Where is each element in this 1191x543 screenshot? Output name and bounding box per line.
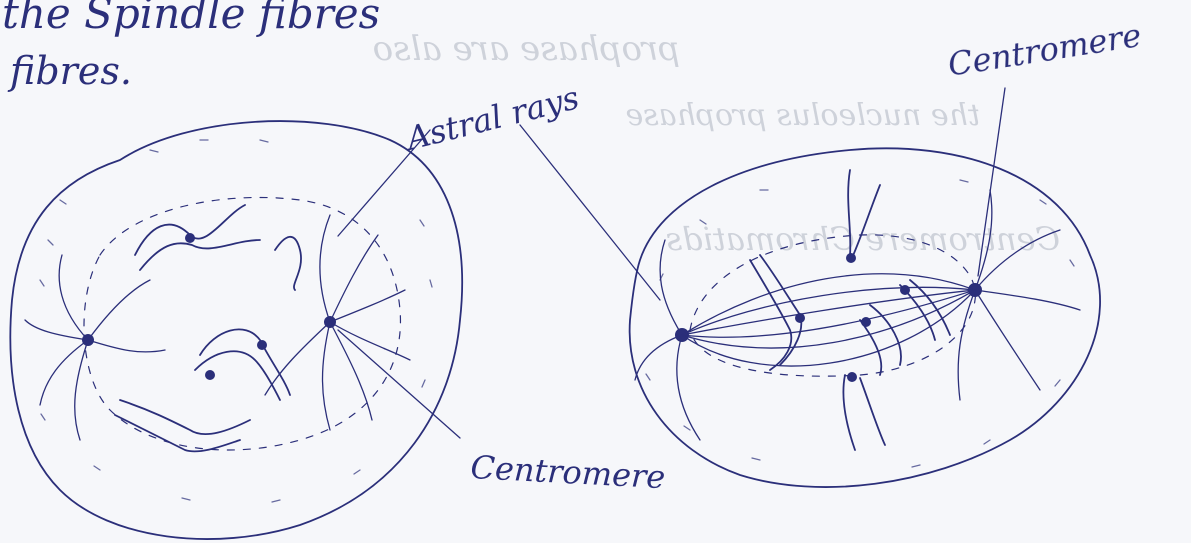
left-chromosome-centromere-2 [257, 340, 267, 350]
right-spindle-fibres [682, 274, 975, 366]
left-astral-rays-right [265, 215, 410, 430]
left-cytoplasm-marks [40, 140, 432, 502]
centromere-leader-bottom [338, 330, 460, 438]
label-centromere-bottom: Centromere [470, 448, 667, 496]
bleed-line-2: the nucleolus prophase [625, 98, 980, 133]
top-text-line-1: the Spindle fibres [2, 0, 380, 38]
right-chromosome-centromere-1 [795, 313, 805, 323]
astral-rays-leader-right [520, 125, 660, 300]
right-cell [630, 148, 1100, 487]
left-chromosomes [115, 205, 301, 451]
right-chromosome-centromere-4 [847, 372, 857, 382]
top-text-line-2: fibres. [7, 49, 132, 93]
left-cell-leader-lines [338, 130, 460, 438]
bleed-line-3: Centromere Chromatids [666, 220, 1060, 258]
right-chromosomes [750, 170, 950, 450]
right-chromosome-centromere-5 [900, 285, 910, 295]
right-chromosome-centromere-3 [861, 317, 871, 327]
label-astral-rays: Astral rays [400, 78, 583, 158]
left-chromosome-centromere-1 [185, 233, 195, 243]
left-nuclear-envelope [84, 197, 400, 450]
left-chromosome-centromere-3 [205, 370, 215, 380]
label-centromere-right: Centromere [945, 16, 1144, 84]
left-cell [10, 121, 462, 539]
left-astral-rays-left [25, 255, 165, 440]
right-chromosome-centromere-2 [846, 253, 856, 263]
bleed-line-1: prophase are also [373, 29, 680, 69]
